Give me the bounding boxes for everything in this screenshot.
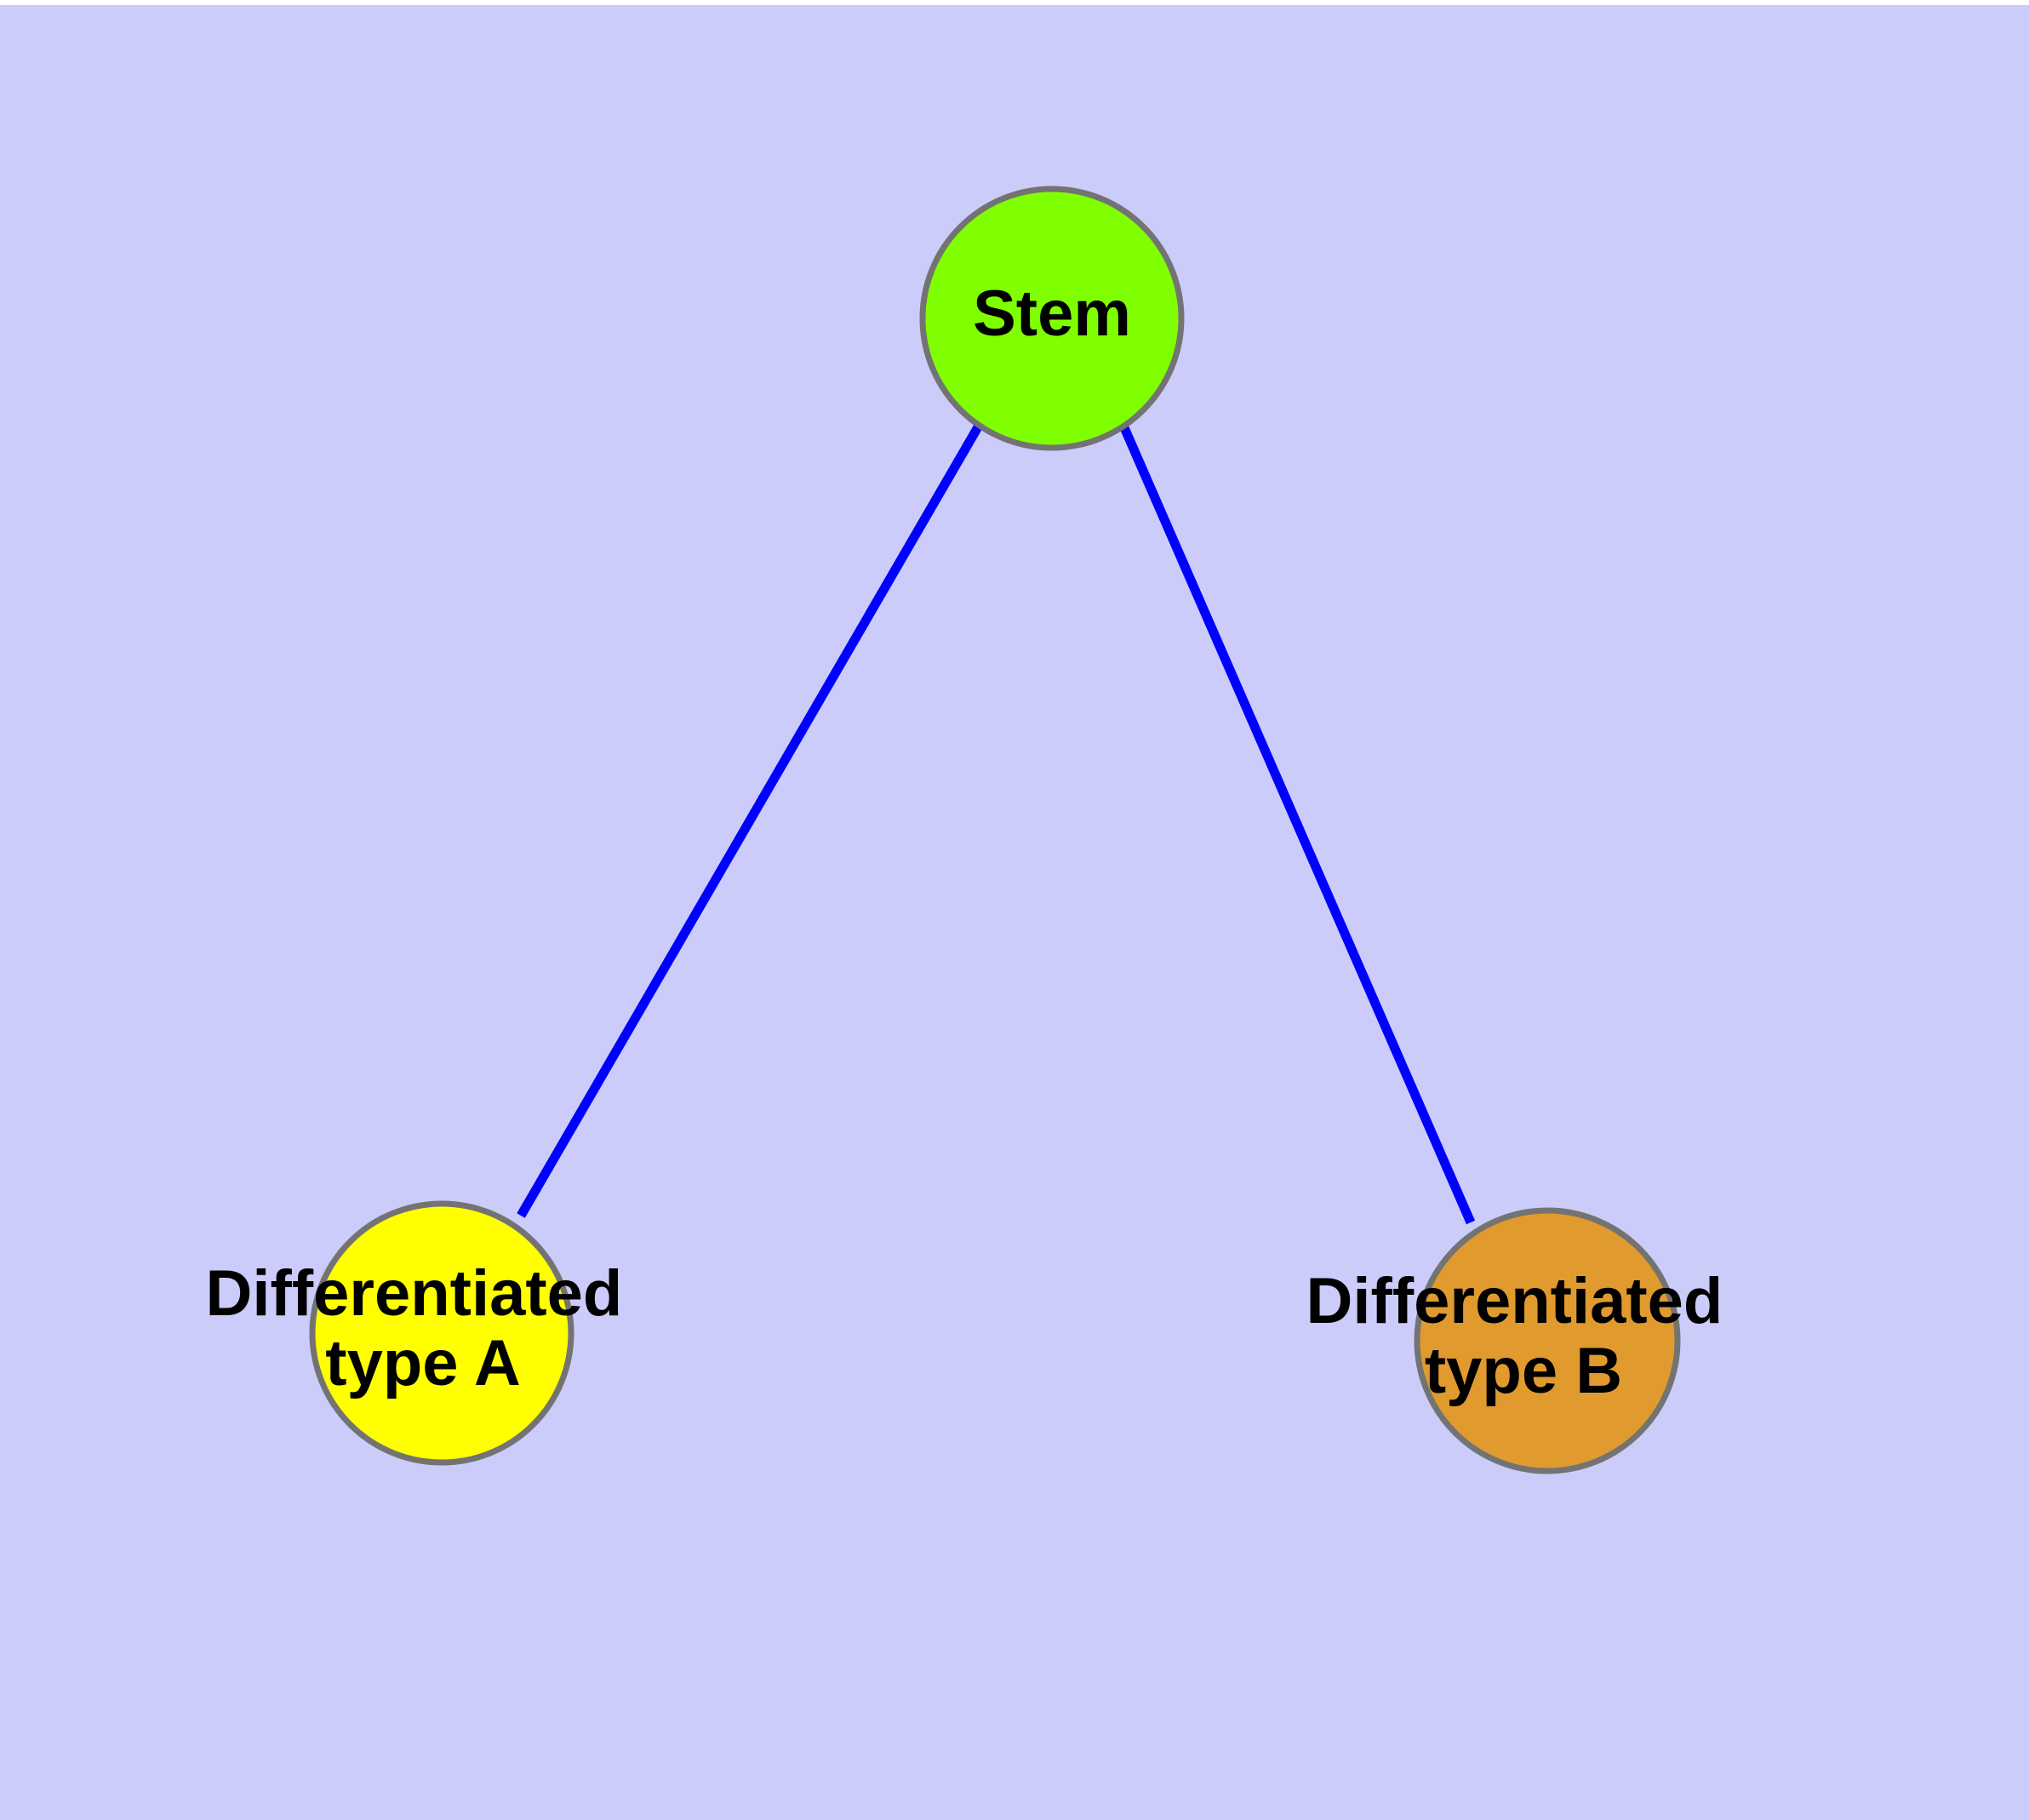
node-stem-label: Stem (973, 278, 1131, 350)
node-differentiated-type-a[interactable]: Differentiated type A (206, 1200, 641, 1466)
node-differentiated-type-b-label-line-2: type B (1425, 1335, 1622, 1407)
node-differentiated-type-a-label: Differentiated type A (206, 1257, 641, 1399)
node-stem-label-line-1: Stem (973, 278, 1131, 350)
node-differentiated-type-a-circle[interactable] (309, 1200, 574, 1466)
edge-stem-to-differentiated-type-b[interactable] (1118, 423, 1476, 1225)
node-differentiated-type-a-label-line-2: type A (325, 1327, 520, 1399)
node-differentiated-type-b-circle[interactable] (1414, 1207, 1681, 1474)
node-stem[interactable]: Stem (919, 186, 1185, 451)
node-differentiated-type-b[interactable]: Differentiated type B (1306, 1207, 1741, 1474)
node-differentiated-type-b-label-line-1: Differentiated (1306, 1265, 1723, 1337)
node-differentiated-type-b-label: Differentiated type B (1306, 1265, 1741, 1407)
node-stem-circle[interactable] (919, 186, 1185, 451)
edge-stem-to-differentiated-type-a[interactable] (517, 423, 983, 1218)
edges-layer (517, 423, 1476, 1225)
node-differentiated-type-a-label-line-1: Differentiated (206, 1257, 623, 1330)
nodes-layer: Stem Differentiated type A Differentiate… (206, 186, 1741, 1474)
